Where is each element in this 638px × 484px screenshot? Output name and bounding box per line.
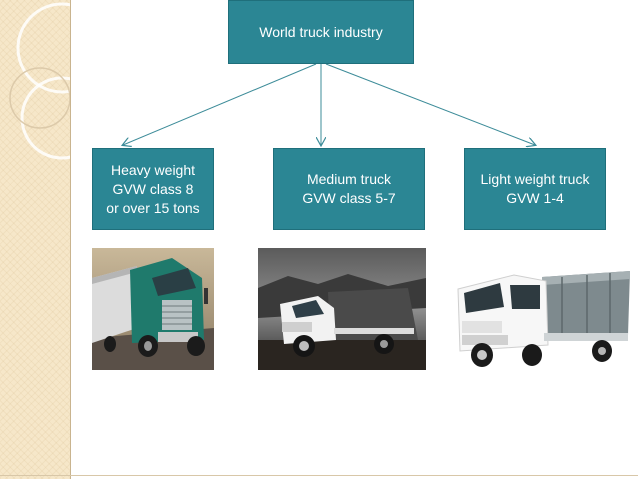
root-node-label: World truck industry — [259, 23, 383, 40]
heavy-node-label: Heavy weight GVW class 8 or over 15 tons — [106, 161, 200, 216]
white-dump-truck-photo — [258, 248, 426, 370]
arrow-to-heavy — [123, 63, 317, 145]
arrow-to-light — [325, 63, 535, 145]
root-node-world-truck-industry: World truck industry — [228, 0, 414, 64]
white-light-dump-truck-photo — [452, 265, 632, 370]
bottom-divider — [0, 475, 638, 476]
decorative-left-band — [0, 0, 108, 479]
node-light-weight-truck: Light weight truck GVW 1-4 — [464, 148, 606, 230]
green-semi-truck-photo — [92, 248, 214, 370]
light-node-label: Light weight truck GVW 1-4 — [480, 171, 590, 206]
medium-node-label: Medium truck GVW class 5-7 — [302, 171, 396, 206]
node-heavy-weight: Heavy weight GVW class 8 or over 15 tons — [92, 148, 214, 230]
node-medium-truck: Medium truck GVW class 5-7 — [273, 148, 425, 230]
band-divider — [70, 0, 71, 479]
